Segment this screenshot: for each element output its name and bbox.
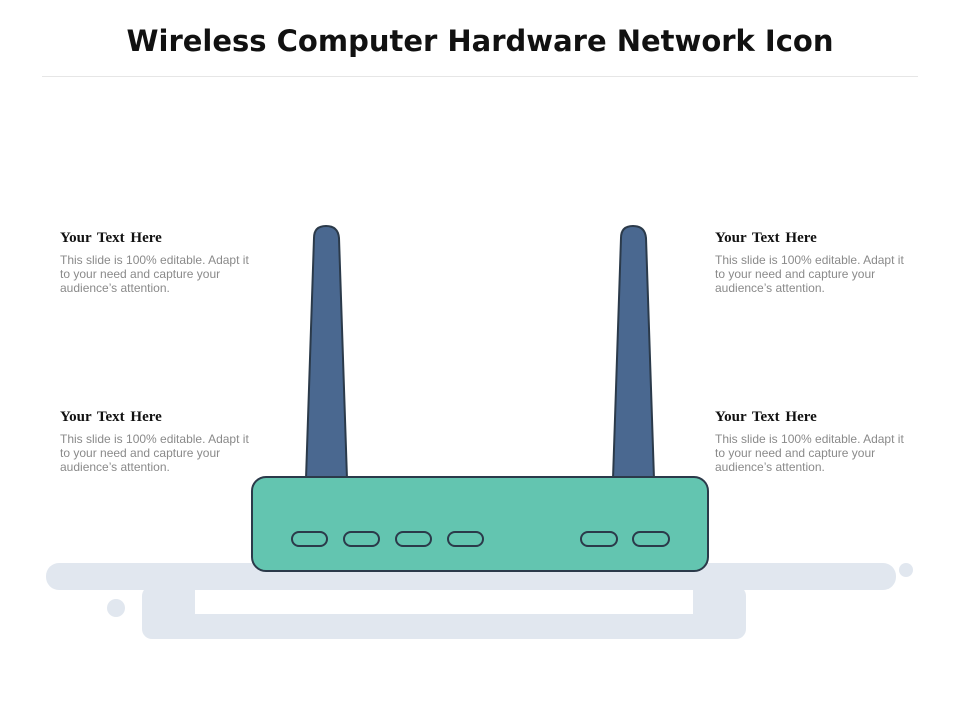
- text-block-top-left: Your Text Here This slide is 100% editab…: [60, 230, 250, 295]
- text-block-body: This slide is 100% editable. Adapt it to…: [60, 253, 249, 295]
- text-block-body: This slide is 100% editable. Adapt it to…: [715, 432, 904, 474]
- ground-shadow: [46, 563, 913, 639]
- text-block-heading: Your Text Here: [60, 409, 162, 425]
- text-block-bottom-left: Your Text Here This slide is 100% editab…: [60, 409, 250, 474]
- shadow-dot-right: [899, 563, 913, 577]
- port-slot: [343, 531, 380, 547]
- shadow-gap: [195, 590, 693, 614]
- text-block-body: This slide is 100% editable. Adapt it to…: [715, 253, 904, 295]
- text-block-heading: Your Text Here: [715, 230, 817, 246]
- text-block-top-right: Your Text Here This slide is 100% editab…: [715, 230, 905, 295]
- text-block-heading: Your Text Here: [715, 409, 817, 425]
- antenna-left-icon: [305, 225, 348, 480]
- title-divider: [42, 76, 918, 77]
- text-block-body: This slide is 100% editable. Adapt it to…: [60, 432, 249, 474]
- port-slot: [580, 531, 618, 547]
- port-slot: [447, 531, 484, 547]
- port-slot: [632, 531, 670, 547]
- text-block-heading: Your Text Here: [60, 230, 162, 246]
- shadow-dot-left: [107, 599, 125, 617]
- port-slot: [395, 531, 432, 547]
- router-ports: [291, 531, 670, 547]
- router-body-icon: [251, 476, 709, 572]
- text-block-bottom-right: Your Text Here This slide is 100% editab…: [715, 409, 905, 474]
- antenna-right-icon: [612, 225, 655, 480]
- slide-title: Wireless Computer Hardware Network Icon: [126, 24, 834, 58]
- port-slot: [291, 531, 328, 547]
